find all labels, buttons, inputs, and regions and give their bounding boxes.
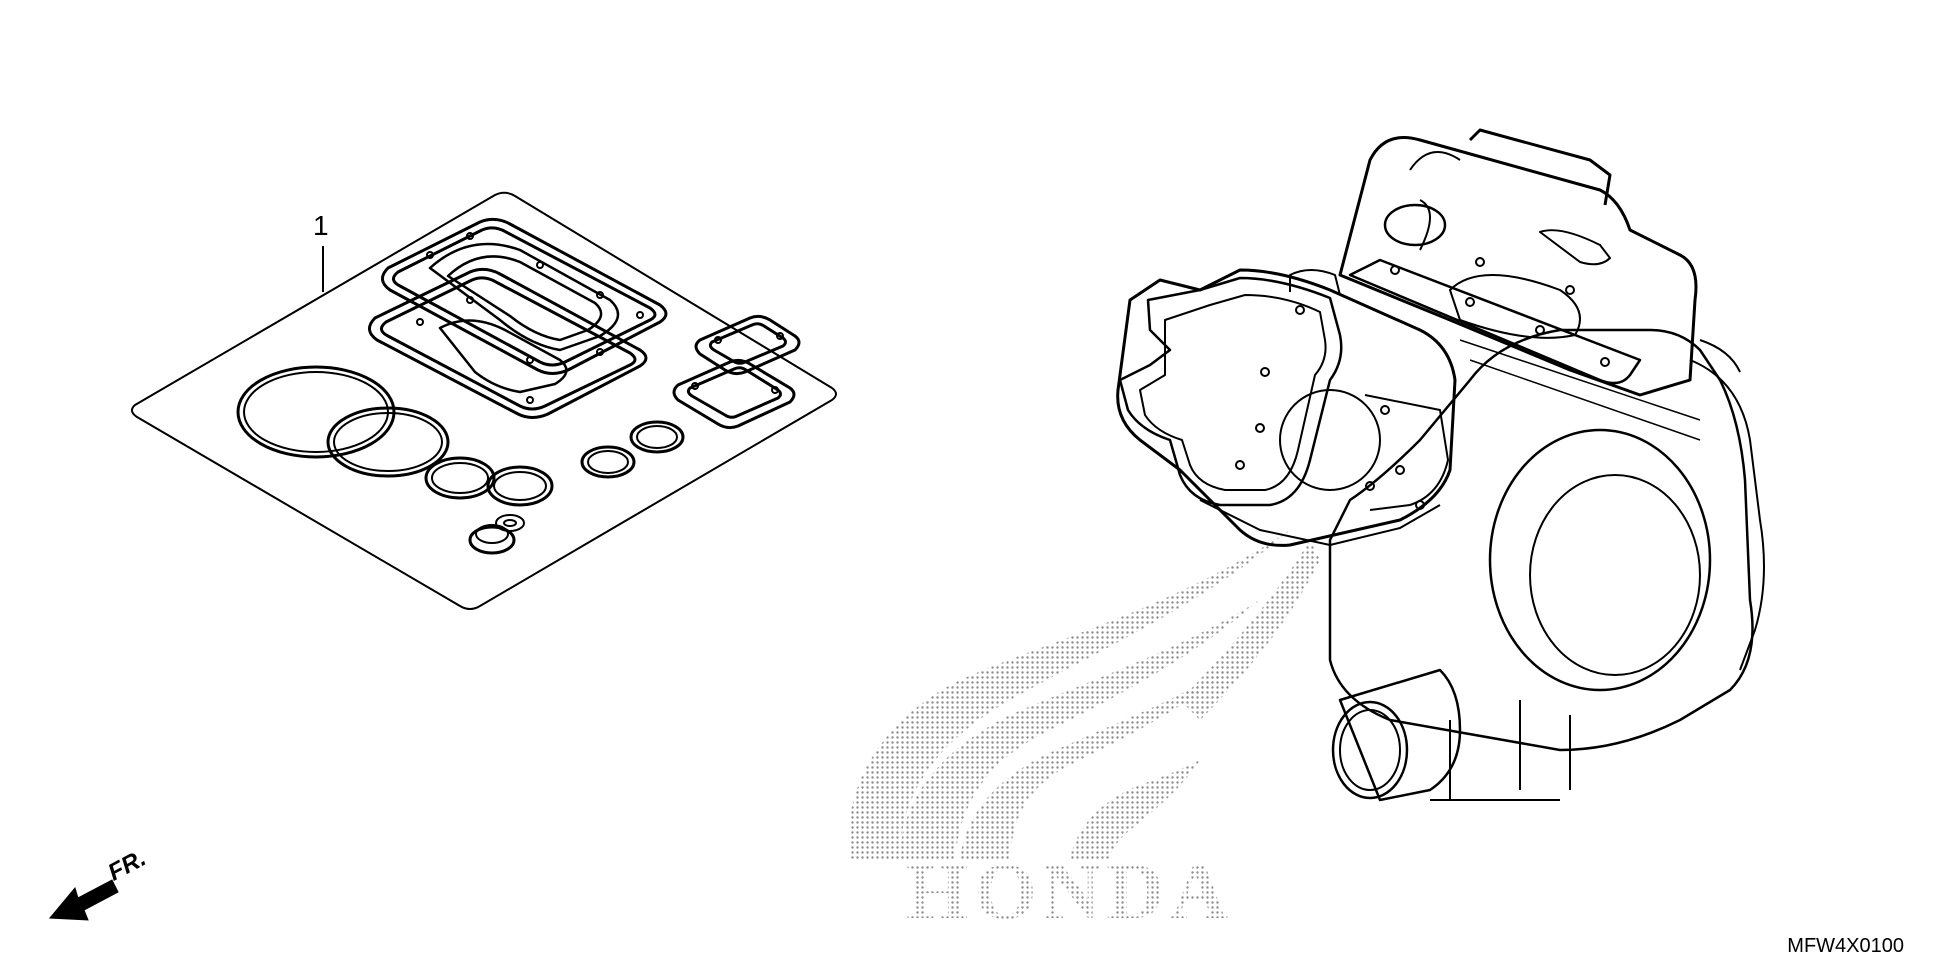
cylinder-head-cover-gasket — [381, 217, 668, 375]
honda-watermark: HONDA — [848, 530, 1320, 936]
engine-illustration — [1116, 128, 1765, 802]
watermark-honda-text: HONDA — [906, 848, 1234, 936]
callout-number-1: 1 — [313, 210, 329, 241]
small-o-ring-3 — [580, 445, 636, 479]
rear-head-cover-gasket — [1348, 258, 1642, 385]
front-head-cover-gasket — [1118, 276, 1343, 507]
small-o-ring-4-inner — [636, 425, 678, 449]
honda-wing-logo — [848, 530, 1320, 860]
small-o-ring — [424, 456, 496, 500]
generator-cover — [1488, 428, 1712, 692]
front-direction-arrow — [48, 879, 119, 921]
seal-washer — [468, 514, 525, 555]
cylinder-head-cover-gasket-2 — [368, 267, 648, 419]
small-o-ring-3-inner — [587, 450, 629, 474]
gasket-kit-a — [131, 191, 837, 610]
rear-cylinder — [1338, 136, 1698, 397]
small-o-ring-4 — [629, 420, 685, 454]
small-o-ring-inner — [431, 462, 489, 494]
small-o-ring-2-inner — [493, 471, 547, 501]
small-o-ring-2 — [486, 465, 554, 507]
output-shaft — [1338, 668, 1462, 802]
large-o-ring-2 — [326, 406, 450, 478]
diagram-reference-code: MFW4X0100 — [1787, 935, 1904, 957]
large-o-ring-2-inner — [333, 412, 443, 472]
small-cover-gasket-2 — [672, 358, 796, 430]
gasket-kit-sheet-outline — [131, 191, 837, 610]
front-cylinder — [1116, 268, 1457, 547]
large-o-ring — [236, 365, 396, 459]
large-o-ring-inner — [243, 371, 389, 453]
small-cover-gasket — [694, 314, 801, 376]
